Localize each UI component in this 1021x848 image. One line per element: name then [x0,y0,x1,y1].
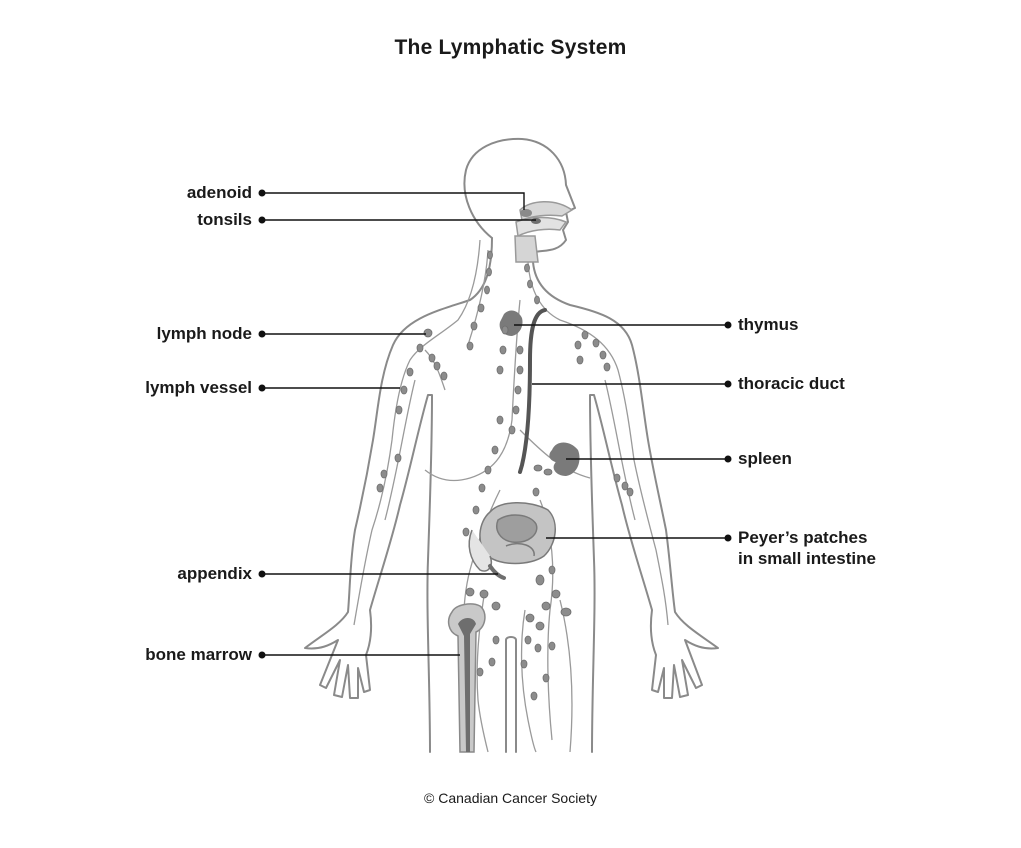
bone-marrow-shape [458,618,476,752]
appendix-shape [488,564,506,580]
left-leg-inner [505,636,517,753]
label-tonsils: tonsils [197,210,252,229]
small-intestine [468,502,556,572]
thoracic-duct-shape [518,308,547,474]
tonsil-shape [531,218,541,224]
label-bone-marrow: bone marrow [145,645,252,664]
label-spleen: spleen [738,449,792,468]
right-torso-outline [532,261,719,753]
body-outline [304,137,719,753]
spleen-shape [549,442,580,476]
label-appendix: appendix [177,564,252,583]
label-thoracic-duct: thoracic duct [738,374,845,393]
nasal-cavity [514,201,574,263]
adenoid-shape [520,209,532,217]
leader-lines [262,192,728,656]
label-lymph-node: lymph node [156,324,252,343]
leader-dots [258,189,732,659]
label-adenoid: adenoid [186,183,252,202]
label-small-intestine: in small intestine [738,549,876,568]
diagram-title: The Lymphatic System [394,36,627,59]
label-peyers-patches: Peyer’s patches [738,528,868,547]
left-torso-outline [304,237,493,753]
label-lymph-vessel: lymph vessel [145,378,252,397]
leader-adenoid [262,192,525,210]
lymph-nodes [376,250,634,701]
head-outline [463,137,576,263]
label-thymus: thymus [738,315,799,334]
copyright-credit: © Canadian Cancer Society [424,790,597,806]
